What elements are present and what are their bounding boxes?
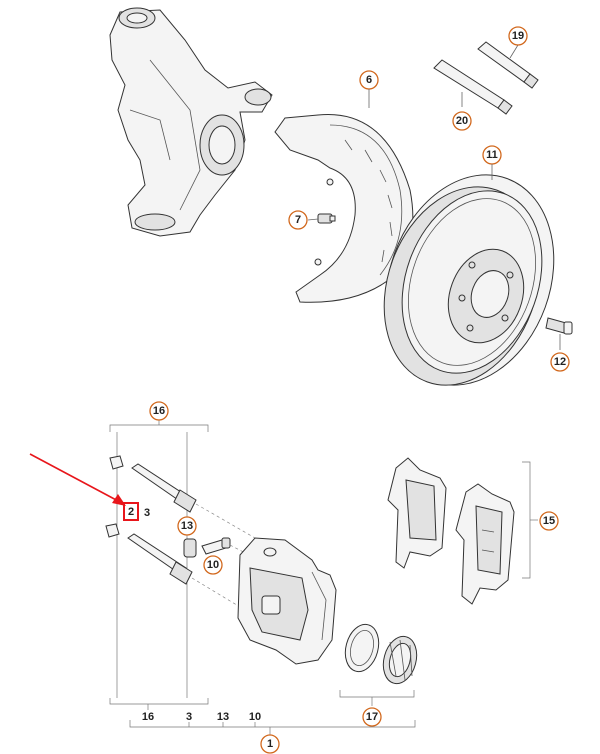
bolt-7 [307,213,336,224]
svg-text:17: 17 [366,711,378,723]
brake-pad-inner [455,483,515,605]
dust-cap-lower [105,523,120,538]
guide-pin-lower [127,533,193,585]
brake-disc [383,174,555,386]
callout-19: 19 [508,26,528,46]
svg-text:6: 6 [366,74,372,86]
steering-knuckle [109,7,273,237]
piston-seal [344,623,380,673]
callout-6: 6 [359,70,379,108]
svg-text:15: 15 [543,515,555,527]
brake-pad-outer [387,457,447,569]
label-3-bottom: 3 [186,711,192,723]
svg-text:20: 20 [456,115,468,127]
brake-caliper [237,537,337,665]
label-13-bottom: 13 [217,711,229,723]
label-10-bottom: 10 [249,711,261,723]
bolt-12 [545,317,573,350]
callout-13: 13 [177,516,197,536]
group-brackets [109,420,538,736]
highlight-box [123,502,139,521]
guide-pin-upper [131,463,197,513]
sleeve-13 [183,538,197,558]
grease-tube-20 [433,59,513,115]
callout-7: 7 [288,210,308,230]
callout-16: 16 [149,401,169,421]
svg-text:13: 13 [181,520,193,532]
svg-text:1: 1 [267,738,273,750]
piston-boot [382,635,418,685]
callout-15: 15 [539,511,559,531]
callout-11: 11 [482,145,502,180]
callout-17: 17 [362,707,382,727]
svg-text:10: 10 [207,559,219,571]
label-3: 3 [144,507,150,519]
highlight-arrow [29,453,126,506]
svg-text:11: 11 [486,149,498,161]
svg-text:12: 12 [554,356,566,368]
splash-shield [274,113,414,303]
callout-1: 1 [260,734,280,754]
callout-20: 20 [452,111,472,131]
callout-12: 12 [550,352,570,372]
svg-text:7: 7 [295,214,301,226]
callout-10: 10 [203,555,223,575]
svg-text:16: 16 [153,405,165,417]
grease-tube-19 [477,41,539,89]
label-2: 2 [128,506,134,518]
svg-text:19: 19 [512,30,524,42]
dust-cap-upper [109,455,124,470]
label-16-bottom: 16 [142,711,154,723]
